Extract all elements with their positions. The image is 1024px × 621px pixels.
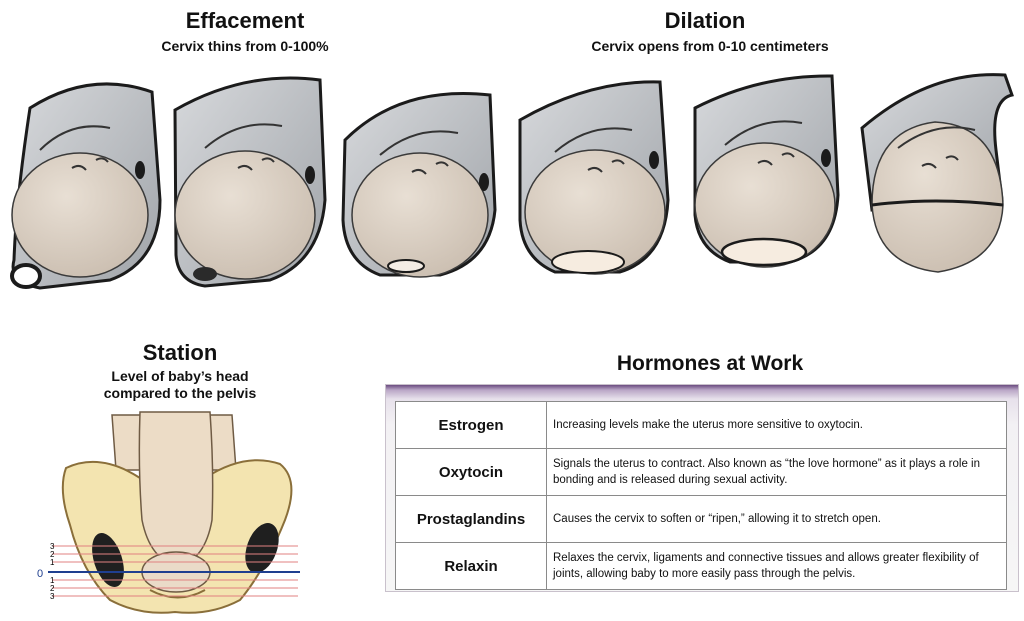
hormone-name: Oxytocin <box>395 448 547 496</box>
cervix-stage-6 <box>860 73 1014 273</box>
table-row: Relaxin Relaxes the cervix, ligaments an… <box>395 542 1007 590</box>
station-tick-minus-1: 1 <box>50 558 55 567</box>
hormone-description: Signals the uterus to contract. Also kno… <box>546 448 1007 496</box>
hormone-description: Increasing levels make the uterus more s… <box>546 401 1007 449</box>
station-subtitle-line-2: compared to the pelvis <box>103 385 257 401</box>
hormone-name: Estrogen <box>395 401 547 449</box>
pelvis-illustration: 0 3 2 1 1 2 3 <box>37 411 300 614</box>
table-row: Prostaglandins Causes the cervix to soft… <box>395 495 1007 543</box>
table-row: Estrogen Increasing levels make the uter… <box>395 401 1007 449</box>
station-tick-minus-3: 3 <box>50 542 55 551</box>
hormones-panel: Estrogen Increasing levels make the uter… <box>385 384 1019 592</box>
hormone-name: Prostaglandins <box>395 495 547 543</box>
cervix-stage-1 <box>10 82 162 290</box>
hormones-title: Hormones at Work <box>616 352 804 375</box>
hormone-description: Relaxes the cervix, ligaments and connec… <box>546 542 1007 590</box>
effacement-subtitle: Cervix thins from 0-100% <box>161 38 329 54</box>
hormones-table: Estrogen Increasing levels make the uter… <box>395 401 1007 590</box>
station-tick-plus-3: 3 <box>50 592 55 601</box>
hormone-name: Relaxin <box>395 542 547 590</box>
cervix-stage-2 <box>173 76 327 288</box>
cervix-stage-3 <box>341 91 497 278</box>
dilation-subtitle: Cervix opens from 0-10 centimeters <box>591 38 829 54</box>
effacement-title: Effacement <box>185 8 305 33</box>
station-tick-plus-2: 2 <box>50 584 55 593</box>
cervix-stage-4 <box>518 80 670 275</box>
station-tick-plus-1: 1 <box>50 576 55 585</box>
station-subtitle-line-1: Level of baby’s head <box>111 368 249 384</box>
station-tick-minus-2: 2 <box>50 550 55 559</box>
hormone-description: Causes the cervix to soften or “ripen,” … <box>546 495 1007 543</box>
table-row: Oxytocin Signals the uterus to contract.… <box>395 448 1007 496</box>
station-title: Station <box>142 340 218 365</box>
dilation-title: Dilation <box>664 8 746 33</box>
station-zero-label: 0 <box>37 568 43 580</box>
cervix-stage-5 <box>693 74 840 268</box>
